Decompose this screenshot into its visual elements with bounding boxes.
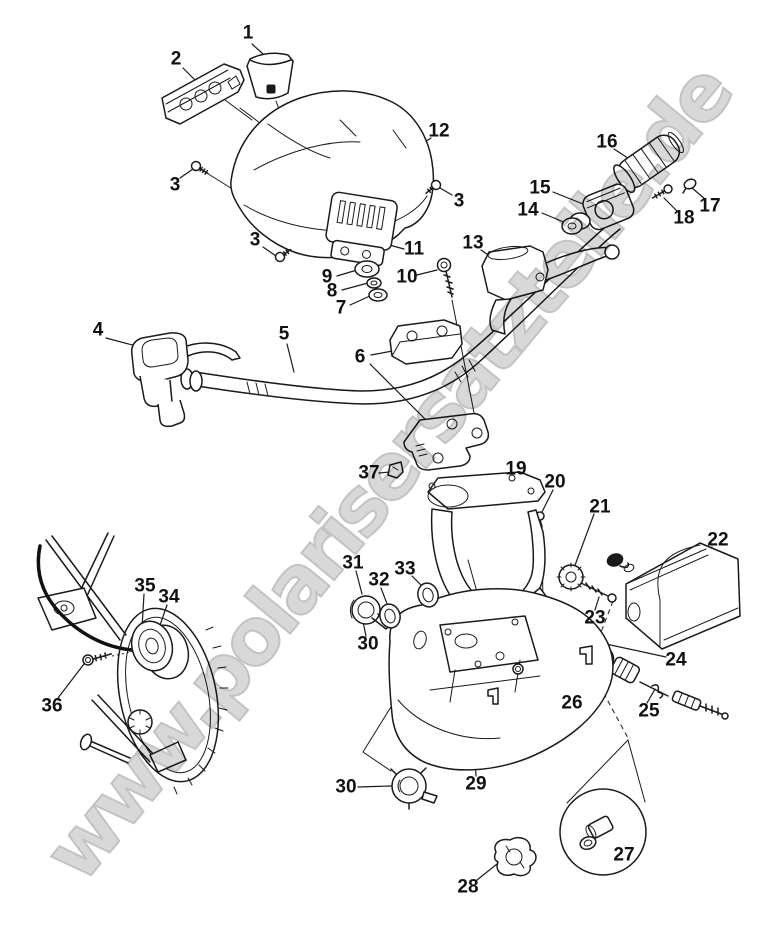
part-callout-20: 20 [544,471,566,493]
part-callout-11: 11 [403,238,425,260]
part-callout-8: 8 [326,280,338,302]
part-callout-30: 30 [357,633,379,655]
part-callout-28: 28 [457,876,479,898]
part-callout-31: 31 [342,552,364,574]
part-callout-34: 34 [158,586,180,608]
part-callout-14: 14 [517,199,539,221]
part-callout-19: 19 [505,458,527,480]
part-callout-21: 21 [589,496,611,518]
part-callout-29: 29 [465,773,487,795]
part-callout-4: 4 [92,319,104,341]
part-callout-24: 24 [665,649,687,671]
part-handlebar [181,218,620,404]
part-lamp-clamp [495,838,536,876]
part-callout-22: 22 [707,529,729,551]
brake-disc [103,599,233,794]
part-callout-37: 37 [358,462,380,484]
part-callout-1: 1 [242,22,254,44]
part-toggle-switch [350,596,390,629]
part-callout-10: 10 [396,266,418,288]
part-callout-3: 3 [169,174,181,196]
part-cap [247,53,293,99]
part-plug-17 [683,177,698,193]
part-callout-17: 17 [699,195,721,217]
part-callout-3: 3 [453,190,465,212]
part-screw-10 [438,259,454,298]
part-callout-36: 36 [41,695,63,717]
part-callout-30: 30 [335,776,357,798]
part-bolt-18 [650,184,673,202]
part-callout-27: 27 [613,844,635,866]
brake-cable [38,546,132,650]
part-callout-15: 15 [529,177,551,199]
part-steering-assembly [38,533,233,794]
part-star-knob [557,552,635,602]
part-washer-stack [355,261,387,301]
part-callout-13: 13 [462,232,484,254]
part-callout-26: 26 [561,692,583,714]
part-callout-18: 18 [673,207,695,229]
part-callout-33: 33 [394,558,416,580]
part-clamp-block [390,320,462,364]
part-callout-2: 2 [170,48,182,70]
part-callout-12: 12 [428,120,450,142]
part-callout-35: 35 [134,575,156,597]
part-callout-25: 25 [638,700,660,722]
part-callout-16: 16 [596,131,618,153]
part-grille [162,64,244,124]
part-lower-pod [389,589,613,770]
part-headlight [626,543,740,649]
part-callout-7: 7 [335,297,347,319]
part-callout-9: 9 [321,266,333,288]
part-riser-clamp [404,414,488,470]
part-throttle-block [132,333,240,427]
detail-balloon [560,789,646,875]
part-callout-5: 5 [278,323,290,345]
part-callout-23: 23 [584,607,606,629]
part-callout-32: 32 [368,569,390,591]
part-grip [610,127,688,195]
part-callout-3: 3 [249,229,261,251]
part-callout-6: 6 [354,346,366,368]
part-grommets [377,581,441,630]
part-slotted-bracket [323,191,399,267]
part-master-cylinder [482,244,619,334]
part-spacer-14 [562,213,590,234]
part-clip-37 [388,462,403,478]
part-bulb-socket [391,768,437,809]
